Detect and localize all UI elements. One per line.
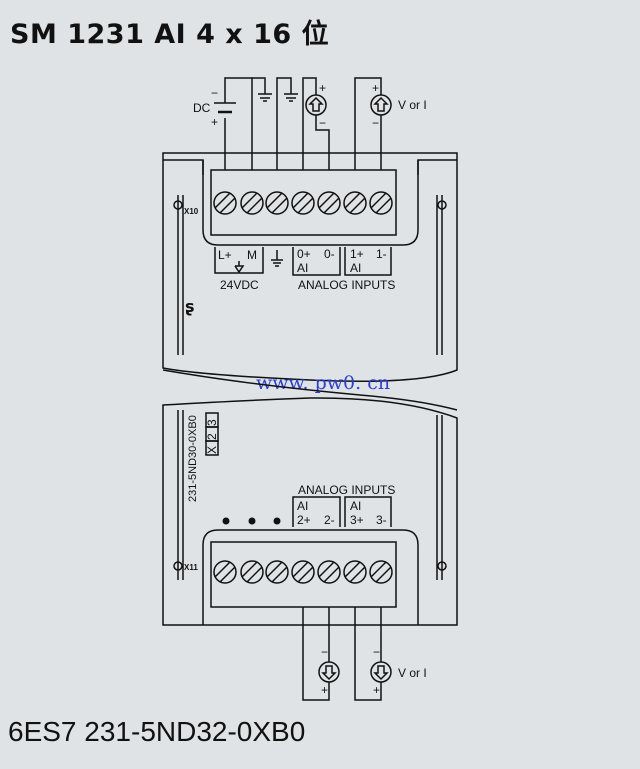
terminal-screw-icon — [369, 560, 393, 584]
terminal-screw-icon — [343, 560, 367, 584]
ai-label: AI — [297, 499, 308, 513]
terminal-label: 3+ — [350, 513, 364, 527]
ground-icon — [276, 77, 298, 170]
terminal-screw-icon — [369, 191, 393, 215]
terminal-screw-icon — [240, 191, 264, 215]
bottom-wiring: − + − + V or I — [302, 607, 427, 701]
terminal-screw-icon — [213, 560, 237, 584]
terminal-label: 3- — [376, 513, 387, 527]
terminal-label: M — [247, 248, 257, 262]
current-source-down-icon — [370, 661, 392, 683]
terminal-label: 2+ — [297, 513, 311, 527]
src-minus: − — [373, 645, 380, 659]
terminal-screw-icon — [317, 191, 341, 215]
ai-label: AI — [350, 499, 361, 513]
terminal-label: L+ — [218, 248, 232, 262]
source-label: V or I — [398, 666, 427, 680]
terminal-screw-icon — [213, 191, 237, 215]
supply-group-label: 24VDC — [220, 278, 259, 292]
current-source-up-icon — [370, 94, 392, 116]
current-source-up-icon — [305, 94, 327, 116]
top-wiring: DC − + + − + − V or I — [193, 77, 427, 170]
terminal-screw-icon — [343, 191, 367, 215]
page-title: SM 1231 AI 4 x 16 位 — [10, 19, 330, 50]
current-source-down-icon — [318, 661, 340, 683]
terminal-label: 2- — [324, 513, 335, 527]
bottom-terminal-screws — [213, 560, 393, 584]
src-minus: − — [319, 116, 326, 130]
ground-icon — [271, 250, 283, 267]
ground-icon — [252, 77, 272, 102]
terminal-label: 0- — [324, 247, 335, 261]
src-plus: + — [373, 683, 380, 697]
terminal-screw-icon — [291, 560, 315, 584]
terminal-screw-icon — [265, 191, 289, 215]
top-terminal-labels: L+ M 24VDC 0+ 0- AI 1+ 1- AI ANALOG INPU… — [185, 247, 395, 316]
src-plus: + — [319, 81, 326, 95]
src-minus: − — [321, 645, 328, 659]
terminal-label: 0+ — [297, 247, 311, 261]
group-label: ANALOG INPUTS — [298, 483, 395, 497]
arrow-down-icon — [234, 261, 245, 274]
part-number: 6ES7 231-5ND32-0XB0 — [8, 716, 306, 747]
version-box: 2 — [205, 433, 219, 440]
src-plus: + — [372, 81, 379, 95]
dc-label: DC — [193, 101, 211, 115]
terminal-screw-icon — [240, 560, 264, 584]
bottom-module-body: X11 231-5ND30-0XB0 3 2 X — [162, 369, 458, 626]
ul-mark-icon: ʂ — [185, 297, 195, 316]
top-terminal-screws — [213, 191, 393, 215]
version-box: X — [205, 446, 219, 454]
connector-id-x11: X11 — [184, 563, 198, 572]
top-module-body: X10 — [162, 152, 458, 382]
order-code: 231-5ND30-0XB0 — [187, 415, 199, 502]
terminal-label: 1+ — [350, 247, 364, 261]
connector-id-x10: X10 — [184, 207, 199, 216]
dc-plus: + — [211, 115, 218, 129]
src-plus: + — [321, 683, 328, 697]
bottom-terminal-labels: ANALOG INPUTS AI 2+ 2- AI 3+ 3- — [292, 483, 395, 527]
source-label: V or I — [398, 98, 427, 112]
ai-label: AI — [350, 261, 361, 275]
terminal-screw-icon — [317, 560, 341, 584]
terminal-label: 1- — [376, 247, 387, 261]
dc-minus: − — [211, 86, 218, 100]
src-minus: − — [372, 116, 379, 130]
terminal-screw-icon — [291, 191, 315, 215]
terminal-screw-icon — [265, 560, 289, 584]
version-box: 3 — [205, 419, 219, 426]
ai-label: AI — [297, 261, 308, 275]
group-label: ANALOG INPUTS — [298, 278, 395, 292]
